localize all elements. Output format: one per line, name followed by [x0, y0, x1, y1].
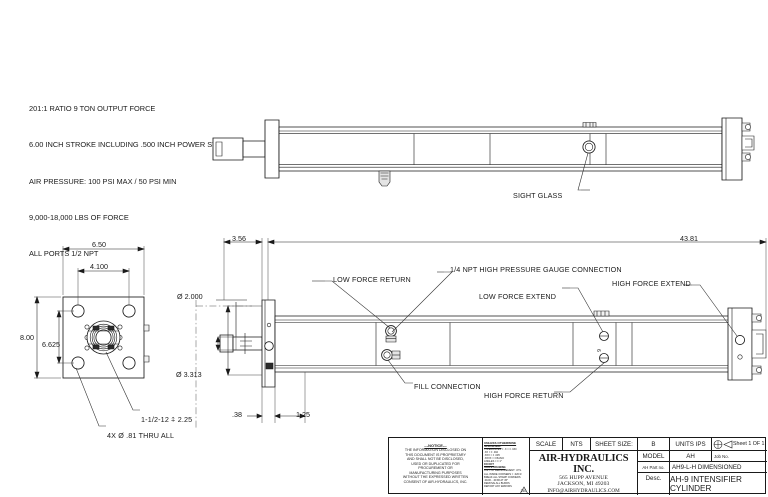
note-line: 9,000-18,000 LBS OF FORCE: [29, 213, 129, 223]
dim-end-width: 6.50: [92, 240, 106, 249]
svg-text:6: 6: [595, 349, 601, 352]
tolerance-cell: UNLESS OTHERWISE SPECIFIED: TOLERANCES =…: [483, 438, 530, 495]
model-value-cell: AH: [670, 451, 712, 462]
part-label: AH Part no.: [642, 464, 665, 470]
dim-end-height: 8.00: [20, 333, 34, 342]
dim-rod-dia: Ø 2.000: [177, 292, 203, 301]
dim-overall-length: 43.81: [680, 234, 698, 243]
callout-high-force-extend: HIGH FORCE EXTEND: [612, 279, 691, 288]
note-line: ALL PORTS 1/2 NPT: [29, 249, 99, 259]
top-view-geometry: [212, 117, 755, 191]
dim-bolt-horiz: 4.100: [90, 262, 108, 271]
part-label-cell: AH Part no.: [638, 462, 670, 473]
drawing-title: AH-9 INTENSIFIER CYLINDER: [670, 475, 742, 493]
company-address-2: JACKSON, MI 49203: [557, 481, 610, 487]
sheet-number: Sheet 1 OF 1: [733, 441, 765, 447]
tolerance-heading: UNLESS OTHERWISE SPECIFIED:: [484, 441, 517, 449]
model-label-cell: MODEL: [638, 451, 670, 462]
callout-low-force-return-top: LOW FORCE RETURN: [333, 275, 411, 284]
tolerance-body: TOLERANCES = .X = ± .030 .XX = ± .010 .X…: [484, 448, 517, 464]
callout-low-force-extend: LOW FORCE EXTEND: [479, 292, 557, 301]
dim-bolt-vert: 6.625: [42, 340, 60, 349]
sheet-size-label-cell: SHEET SIZE:: [591, 438, 638, 451]
scale-value: NTS: [570, 440, 583, 448]
notice-body: THE INFORMATION DISCLOSED ON THIS DOCUME…: [402, 448, 469, 484]
callout-sight-glass: SIGHT GLASS: [513, 191, 563, 200]
dim-flange-dia: Ø 3.313: [176, 370, 202, 379]
desc-value-cell: AH-9 INTENSIFIER CYLINDER: [670, 473, 767, 495]
part-value-cell: AH9-L-H DIMENSIONED: [670, 462, 767, 473]
desc-label-cell: Desc.: [638, 473, 670, 484]
units-label: UNITS IPS: [675, 440, 706, 448]
callout-high-force-return: HIGH FORCE RETURN: [484, 391, 564, 400]
desc-label: Desc.: [645, 475, 662, 482]
part-value: AH9-L-H DIMENSIONED: [672, 463, 742, 471]
sheet-size-value-cell: B: [638, 438, 670, 451]
port-fill-connection: [381, 349, 401, 361]
callout-gauge-connection: 1/4 NPT HIGH PRESSURE GAUGE CONNECTION: [450, 265, 622, 274]
main-assembly-view: 6: [195, 238, 767, 430]
scale-label-cell: SCALE: [530, 438, 563, 451]
job-cell: Job No.: [712, 451, 767, 462]
callout-hole-spec: 4X Ø .81 THRU ALL: [107, 431, 175, 440]
projection-symbol-icon: [713, 439, 733, 449]
port-low-force-return: [385, 325, 397, 343]
company-email: INFO@AIRHYDRAULICS.COM: [547, 488, 620, 494]
company-name: AIR-HYDRAULICS INC.: [538, 453, 629, 475]
title-block: ---NOTICE--- THE INFORMATION DISCLOSED O…: [388, 437, 767, 495]
callout-thread-spec: 1-1/2-12 ⍏ 2.25: [141, 415, 193, 424]
do-not-scale: DO NOT SCALE DRAWING: [484, 463, 506, 470]
company-cell: AIR-HYDRAULICS INC. 565 HUPP AVENUE JACK…: [530, 451, 638, 495]
dim-small-right: 1.25: [296, 410, 310, 419]
finish-symbol: 250: [520, 489, 526, 493]
notice-heading: ---NOTICE---: [424, 442, 447, 448]
notice-cell: ---NOTICE--- THE INFORMATION DISCLOSED O…: [389, 438, 483, 495]
units-cell: UNITS IPS: [670, 438, 712, 451]
dim-front-offset: 3.56: [232, 234, 246, 243]
surface-finish-icon: [519, 486, 529, 495]
note-line: 201:1 RATIO 9 TON OUTPUT FORCE: [29, 104, 156, 114]
scale-value-cell: NTS: [563, 438, 591, 451]
scale-label: SCALE: [535, 440, 557, 448]
sheet-size-value: B: [651, 440, 656, 448]
model-value: AH: [686, 452, 695, 460]
note-line: AIR PRESSURE: 100 PSI MAX / 50 PSI MIN: [29, 176, 177, 186]
callout-fill-connection: FILL CONNECTION: [414, 382, 481, 391]
model-label: MODEL: [642, 452, 665, 460]
company-address-1: 565 HUPP AVENUE: [559, 475, 608, 481]
desc-spacer-cell: [638, 484, 670, 495]
port-low-force-extend: [599, 331, 609, 341]
tolerance-footer: UNIT OF MEASUREMENT: I.P.S. ALL INSIDE C…: [484, 469, 523, 488]
dim-small-left: .38: [232, 410, 242, 419]
sheet-size-label: SHEET SIZE:: [595, 440, 633, 448]
end-elevation-view: [34, 246, 150, 427]
job-label: Job No.: [714, 453, 729, 459]
sheet-number-cell: Sheet 1 OF 1: [712, 438, 767, 451]
